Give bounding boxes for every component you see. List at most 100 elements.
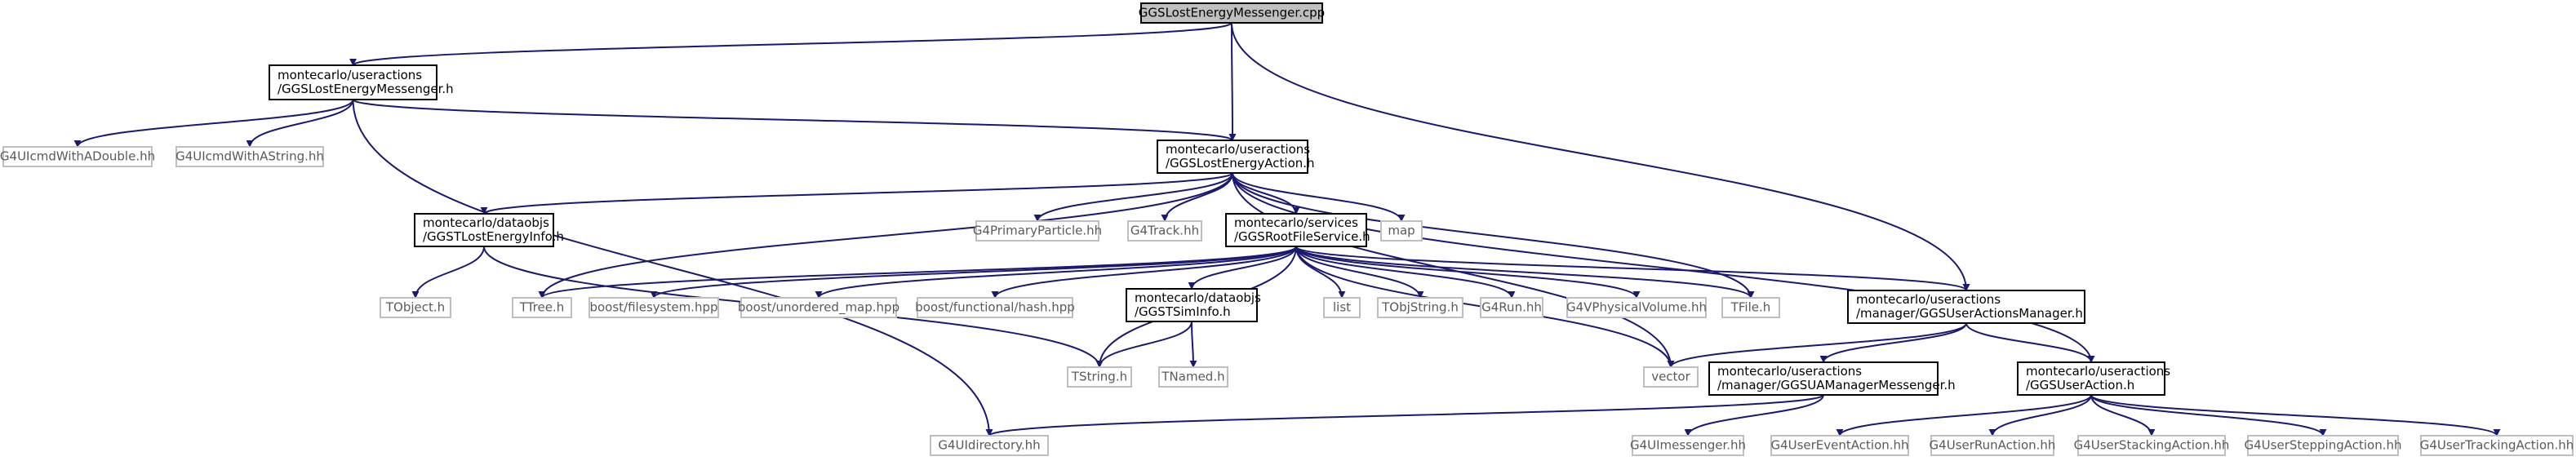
node-fs: boost/filesystem.hpp <box>588 297 719 318</box>
node-lostinfo_h[interactable]: montecarlo/dataobjs/GGSTLostEnergyInfo.h <box>414 213 564 247</box>
node-label: montecarlo/useractions <box>2026 364 2170 379</box>
edge-uamgrmsg_h-to-uimessenger <box>1684 394 1824 437</box>
edge-action_h-to-vector <box>1232 172 1675 368</box>
edge-lostinfo_h-to-tobject <box>411 246 485 299</box>
node-label: TObjString.h <box>1381 300 1459 315</box>
node-box <box>975 220 1099 242</box>
edge-action_h-to-rootfile_h <box>1232 172 1300 215</box>
node-box <box>2 146 153 167</box>
node-label: boost/filesystem.hpp <box>589 300 717 315</box>
node-box <box>1708 361 1939 396</box>
node-label: montecarlo/useractions <box>1166 142 1310 157</box>
edge-rootfile_h-to-physvol <box>1295 246 1641 299</box>
edge-rootfile_h-to-siminfo_h <box>1188 246 1297 290</box>
node-label: TString.h <box>1071 370 1127 384</box>
node-tstring: TString.h <box>1067 366 1132 388</box>
node-label: montecarlo/useractions <box>1856 292 2001 307</box>
node-label: boost/unordered_map.hpp <box>738 300 899 316</box>
node-box <box>1157 140 1308 174</box>
node-box <box>512 297 572 318</box>
node-label: G4VPhysicalVolume.hh <box>1566 300 1707 315</box>
node-tobject: TObject.h <box>380 297 451 318</box>
node-umap: boost/unordered_map.hpp <box>738 297 899 318</box>
edge-uamgr_h-to-uamgrmsg_h <box>1819 322 1967 363</box>
edge-rootfile_h-to-tfile <box>1295 246 1755 299</box>
node-box <box>2017 361 2165 396</box>
node-root[interactable]: GGSLostEnergyMessenger.cpp <box>1139 2 1325 24</box>
edge-rootfile_h-to-g4run <box>1295 246 1516 299</box>
edge-uamgr_h-to-vector <box>1667 322 1967 368</box>
node-label: /GGSTLostEnergyInfo.h <box>423 229 564 244</box>
edge-messenger_h-to-action_h <box>352 99 1237 141</box>
node-label: map <box>1388 224 1415 238</box>
node-label: montecarlo/useractions <box>1717 364 1862 379</box>
edge-action_h-to-map <box>1232 172 1406 222</box>
node-box <box>1930 435 2054 456</box>
node-uimessenger: G4UImessenger.hh <box>1630 435 1746 456</box>
node-track: G4Track.hh <box>1127 220 1202 242</box>
edge-rootfile_h-to-hash <box>991 246 1297 299</box>
edge-useraction_h-to-evtaction <box>1836 394 2092 437</box>
node-box <box>1225 213 1367 247</box>
node-physvol: G4VPhysicalVolume.hh <box>1566 297 1707 318</box>
node-box <box>1721 297 1780 318</box>
node-cmd_double: G4UIcmdWithADouble.hh <box>0 146 155 167</box>
node-vector: vector <box>1643 366 1699 388</box>
edge-siminfo_h-to-tstring <box>1095 321 1193 368</box>
node-hash: boost/functional/hash.hpp <box>915 297 1075 318</box>
node-label: /GGSUserAction.h <box>2026 378 2134 392</box>
node-uamgrmsg_h[interactable]: montecarlo/useractions/manager/GGSUAMana… <box>1708 361 1956 396</box>
node-useraction_h[interactable]: montecarlo/useractions/GGSUserAction.h <box>2017 361 2170 396</box>
node-list: list <box>1323 297 1361 318</box>
edge-useraction_h-to-stackaction <box>2090 394 2156 437</box>
node-box <box>1126 288 1258 322</box>
node-siminfo_h[interactable]: montecarlo/dataobjs/GGSTSimInfo.h <box>1126 288 1261 322</box>
edge-action_h-to-primary <box>1033 172 1233 222</box>
edge-useraction_h-to-trackaction <box>2090 394 2501 437</box>
edge-rootfile_h-to-fs <box>650 246 1297 299</box>
node-g4run: G4Run.hh <box>1480 297 1543 318</box>
node-uamgr_h[interactable]: montecarlo/useractions/manager/GGSUserAc… <box>1847 290 2085 324</box>
node-box <box>1632 435 1744 456</box>
node-box <box>1323 297 1361 318</box>
edge-rootfile_h-to-tobjstring <box>1295 246 1424 299</box>
node-evtaction: G4UserEventAction.hh <box>1770 435 1909 456</box>
node-box <box>175 146 324 167</box>
node-box <box>1847 290 2085 324</box>
node-label: G4Run.hh <box>1481 300 1542 315</box>
node-label: G4UserRunAction.hh <box>1930 438 2056 453</box>
node-box <box>2077 435 2226 456</box>
node-box <box>1158 366 1228 388</box>
edge-useraction_h-to-runaction <box>1988 394 2092 437</box>
node-action_h[interactable]: montecarlo/useractions/GGSLostEnergyActi… <box>1157 140 1315 174</box>
node-box <box>2247 435 2399 456</box>
node-stackaction: G4UserStackingAction.hh <box>2074 435 2229 456</box>
edge-action_h-to-useraction_h <box>1232 172 2095 363</box>
node-label: /GGSTSimInfo.h <box>1135 304 1231 319</box>
edge-action_h-to-lostinfo_h <box>480 172 1233 215</box>
node-box <box>269 64 437 100</box>
edge-root-to-uamgr_h <box>1231 22 1970 291</box>
node-label: TObject.h <box>385 300 445 315</box>
node-rootfile_h[interactable]: montecarlo/services/GGSRootFileService.h <box>1225 213 1370 247</box>
node-box <box>1480 297 1543 318</box>
node-box <box>1377 297 1463 318</box>
node-box <box>930 435 1049 456</box>
node-box <box>2420 435 2574 456</box>
edge-messenger_h-to-uidir <box>352 99 993 437</box>
node-box <box>1566 297 1707 318</box>
node-label: boost/functional/hash.hpp <box>915 300 1075 315</box>
edge-uamgrmsg_h-to-uidir <box>985 394 1824 437</box>
node-messenger_h[interactable]: montecarlo/useractions/GGSLostEnergyMess… <box>269 64 454 100</box>
node-uidir: G4UIdirectory.hh <box>930 435 1049 456</box>
node-label: montecarlo/dataobjs <box>423 215 549 230</box>
node-ttree: TTree.h <box>512 297 572 318</box>
node-label: GGSLostEnergyMessenger.cpp <box>1139 6 1325 20</box>
node-box <box>380 297 451 318</box>
edge-messenger_h-to-cmd_string <box>246 99 354 148</box>
node-label: montecarlo/services <box>1234 215 1358 230</box>
node-label: montecarlo/useractions <box>278 68 422 82</box>
node-box <box>1643 366 1699 388</box>
